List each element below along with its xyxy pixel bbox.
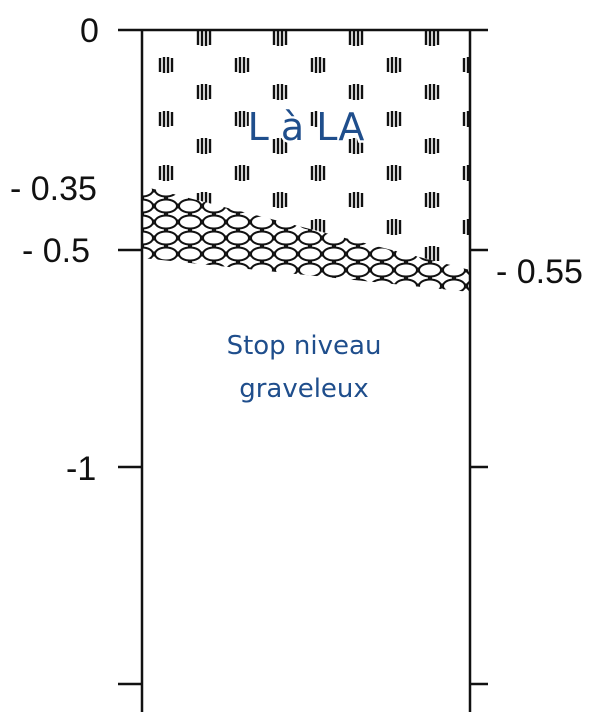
- depth-label-0.5: - 0.5: [22, 232, 90, 270]
- gravel-stop-label-line2: graveleux: [239, 374, 369, 404]
- depth-label-0.35: - 0.35: [10, 170, 97, 208]
- depth-label-1: -1: [66, 450, 96, 488]
- topsoil-layer-fill: [142, 30, 470, 270]
- topsoil-layer-label: L à LA: [248, 105, 365, 149]
- gravel-stop-label-line1: Stop niveau: [227, 331, 382, 361]
- depth-label-0: 0: [80, 12, 99, 50]
- depth-label-right-0.55: - 0.55: [496, 253, 583, 291]
